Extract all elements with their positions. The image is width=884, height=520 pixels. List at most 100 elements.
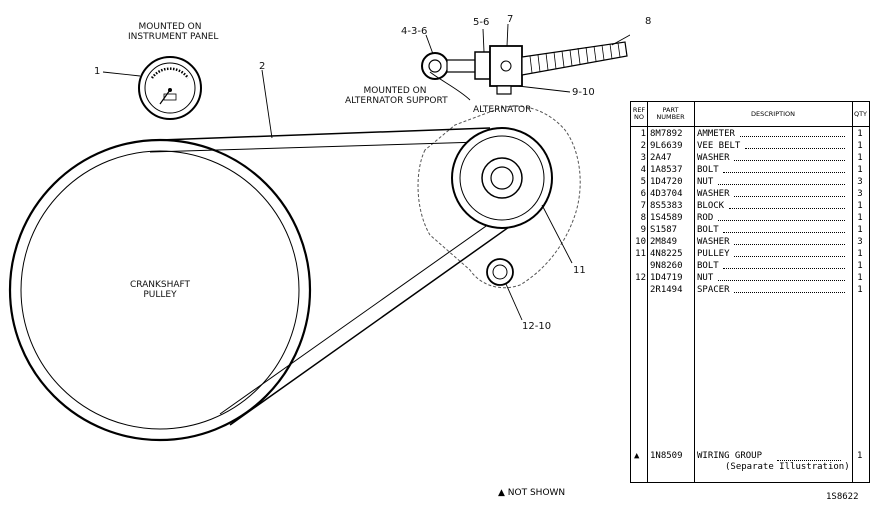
ammeter-gauge [138,56,202,120]
leader-dots [723,164,845,173]
table-row: 9N8260 BOLT 1 [631,260,869,272]
description-cell: WASHER [697,189,730,199]
leader-dots [734,248,845,257]
wiring-leader-dots [777,456,841,461]
description-cell: PULLEY [697,249,730,259]
wiring-ref: ▲ [634,451,640,461]
part-number-cell: 8S5383 [650,201,683,211]
diagram-drawing [8,23,649,442]
table-row-wiring-group: ▲ 1N8509 WIRING GROUP (Separate Illustra… [631,451,869,475]
header-text: NUMBER [656,113,685,121]
callout-8: 8 [645,16,652,27]
callout-2: 2 [259,61,266,72]
header-text: NO [634,113,644,121]
mounted-alternator-support-label: MOUNTED ON ALTERNATOR SUPPORT [345,86,448,106]
label-line: ALTERNATOR SUPPORT [345,96,448,106]
description-cell: BLOCK [697,201,725,211]
qty-cell: 1 [857,129,863,139]
leader-dots [723,260,845,269]
header-description: DESCRIPTION [751,110,795,118]
callout-11: 11 [573,265,586,276]
illustration-id: 1S8622 [826,492,859,502]
wiring-part: 1N8509 [650,451,683,461]
part-number-cell: 1S4589 [650,213,683,223]
leader-dots [723,224,845,233]
leader-dots [734,188,845,197]
qty-cell: 3 [857,189,863,199]
qty-cell: 1 [857,141,863,151]
ref-cell: 2 [640,141,646,151]
part-number-cell: 9N8260 [650,261,683,271]
qty-cell: 1 [857,153,863,163]
qty-cell: 1 [857,165,863,175]
part-number-cell: 1D4720 [650,177,683,187]
description-cell: ROD [697,213,714,223]
callout-5-6: 5-6 [473,17,490,28]
description-cell: WASHER [697,153,730,163]
header-text: REF [632,106,646,114]
crankshaft-pulley-label: CRANKSHAFT PULLEY [120,280,200,300]
belt-drive-diagram: MOUNTED ON INSTRUMENT PANEL MOUNTED ON A… [8,14,651,442]
qty-cell: 1 [857,285,863,295]
part-number-cell: 8M7892 [650,129,683,139]
ref-cell: 10 [635,237,646,247]
wiring-qty: 1 [857,451,863,461]
description-cell: BOLT [697,225,719,235]
ref-cell: 12 [635,273,646,283]
leader-dots [717,272,845,281]
part-number-cell: 4D3704 [650,189,683,199]
header-divider [631,126,869,127]
table-row: 3 2A47 WASHER 1 [631,152,869,164]
leader-lines [102,23,649,321]
header-qty: QTY [853,110,868,118]
part-number-cell: 2A47 [650,153,672,163]
part-number-cell: S1587 [650,225,678,235]
qty-cell: 1 [857,261,863,271]
header-part-number: PART NUMBER [647,107,694,121]
label-line: INSTRUMENT PANEL [128,32,219,42]
leader-dots [717,212,845,221]
leader-dots [728,200,845,209]
ref-cell: 5 [640,177,646,187]
callout-7: 7 [507,14,514,25]
ref-cell: 3 [640,153,646,163]
description-cell: SPACER [697,285,730,295]
column-divider [694,102,695,482]
wiring-note: (Separate Illustration) [725,462,850,472]
description-cell: BOLT [697,165,719,175]
qty-cell: 1 [857,249,863,259]
part-number-cell: 4N8225 [650,249,683,259]
ref-cell: 1 [640,129,646,139]
parts-table: REF NO PART NUMBER DESCRIPTION QTY 1 8M78… [630,101,870,483]
alternator-label: ALTERNATOR [473,105,532,115]
part-number-cell: 1A8537 [650,165,683,175]
part-number-cell: 1D4719 [650,273,683,283]
table-row: 4 1A8537 BOLT 1 [631,164,869,176]
ref-cell: 6 [640,189,646,199]
column-divider [647,102,648,482]
qty-cell: 3 [857,237,863,247]
leader-dots [717,176,845,185]
description-cell: BOLT [697,261,719,271]
ref-cell: 4 [640,165,646,175]
callout-1: 1 [94,66,101,77]
label-line: PULLEY [143,290,177,300]
adjusting-rod-assembly [421,41,628,95]
header-ref: REF NO [631,107,647,121]
description-cell: NUT [697,177,714,187]
qty-cell: 1 [857,213,863,223]
label-line: MOUNTED ON [138,22,202,32]
mounted-instrument-panel-label: MOUNTED ON INSTRUMENT PANEL [128,22,219,42]
qty-cell: 1 [857,225,863,235]
callout-12-10: 12-10 [522,321,552,332]
callout-4-3-6: 4-3-6 [401,26,428,37]
part-number-cell: 9L6639 [650,141,683,151]
